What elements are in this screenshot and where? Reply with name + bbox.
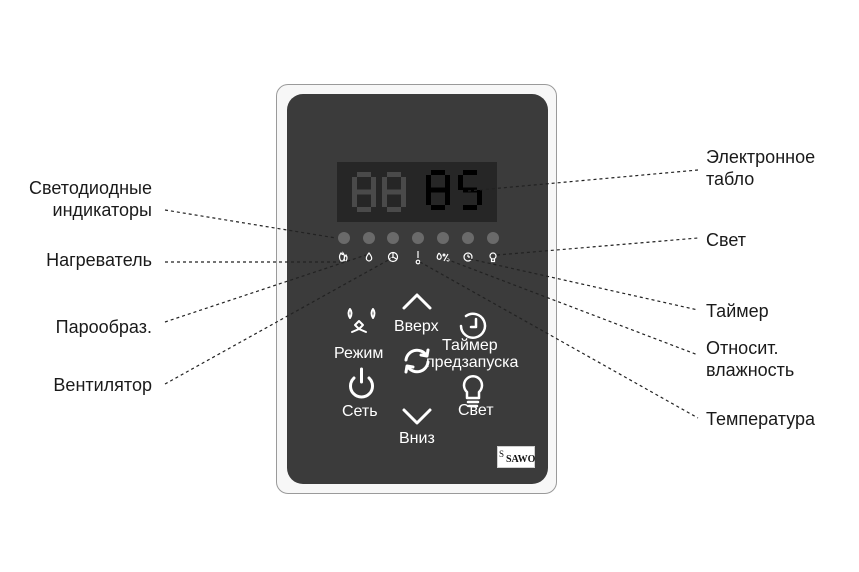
led-humidity xyxy=(437,232,449,244)
dim-digit xyxy=(352,172,376,212)
segment-f xyxy=(382,177,387,192)
down-button-label[interactable]: Вниз xyxy=(399,430,435,447)
heater-icon xyxy=(338,251,348,262)
segment-b xyxy=(401,177,406,192)
power-icon[interactable] xyxy=(349,367,374,399)
segment-c xyxy=(445,190,450,205)
callout-fan: Вентилятор xyxy=(53,375,152,395)
led-heater xyxy=(338,232,350,244)
led-fan xyxy=(387,232,399,244)
segment-b xyxy=(371,177,376,192)
led-steamer xyxy=(363,232,375,244)
power-button-label[interactable]: Сеть xyxy=(342,403,378,420)
humidity-icon xyxy=(436,252,450,262)
led-temperature xyxy=(412,232,424,244)
segment-e xyxy=(382,192,387,207)
segment-d xyxy=(431,205,445,210)
light-button-label[interactable]: Свет xyxy=(458,402,494,419)
callout-heater: Нагреватель xyxy=(46,250,152,270)
sawo-logo-mark: S xyxy=(499,449,505,459)
segment-a xyxy=(387,172,401,177)
segment-g xyxy=(387,189,401,195)
refresh-icon[interactable] xyxy=(404,348,430,374)
led-timer xyxy=(462,232,474,244)
mode-icon[interactable] xyxy=(347,308,376,333)
segment-d xyxy=(463,205,477,210)
callout-humidity: Относит.влажность xyxy=(706,338,795,380)
callout-timer: Таймер xyxy=(706,301,769,321)
segment-a xyxy=(431,170,445,175)
timer-icon xyxy=(463,252,473,262)
control-panel xyxy=(287,94,548,484)
timer-button-icon[interactable] xyxy=(459,312,487,339)
down-arrow-icon[interactable] xyxy=(402,408,432,425)
segment-c xyxy=(477,190,482,205)
led-row xyxy=(338,232,499,244)
value-digit xyxy=(426,170,450,210)
segment-e xyxy=(426,190,431,205)
timer-button-label-line2[interactable]: предзапуска xyxy=(426,354,519,371)
light-button-icon[interactable] xyxy=(462,375,484,408)
segment-c xyxy=(401,192,406,207)
callout-light: Свет xyxy=(706,230,747,250)
leader-lines xyxy=(164,169,699,419)
segment-b xyxy=(445,175,450,190)
segment-d xyxy=(357,207,371,212)
segment-a xyxy=(357,172,371,177)
mode-button-label[interactable]: Режим xyxy=(334,345,384,362)
bulb-icon xyxy=(489,252,497,263)
segment-f xyxy=(426,175,431,190)
segment-f xyxy=(458,175,463,190)
callout-temperature: Температура xyxy=(706,409,816,429)
sawo-logo xyxy=(497,446,535,468)
segment-a xyxy=(463,170,477,175)
dim-digit xyxy=(382,172,406,212)
timer-button-label[interactable]: Таймер xyxy=(442,337,498,354)
steamer-icon xyxy=(365,252,373,262)
led-light xyxy=(487,232,499,244)
segment-d xyxy=(387,207,401,212)
value-digit xyxy=(458,170,482,210)
display-digits xyxy=(352,170,482,212)
segment-g xyxy=(357,189,371,195)
up-button-label[interactable]: Вверх xyxy=(394,318,439,335)
segment-g xyxy=(463,187,477,193)
fan-icon xyxy=(387,251,399,263)
segment-g xyxy=(431,187,445,193)
sawo-logo-text: SAWO xyxy=(506,454,536,465)
callout-steamer: Парообраз. xyxy=(55,317,152,337)
indicator-icons xyxy=(338,251,497,265)
segment-c xyxy=(371,192,376,207)
segment-e xyxy=(352,192,357,207)
thermometer-icon xyxy=(415,251,421,265)
up-arrow-icon[interactable] xyxy=(402,293,432,310)
segment-f xyxy=(352,177,357,192)
